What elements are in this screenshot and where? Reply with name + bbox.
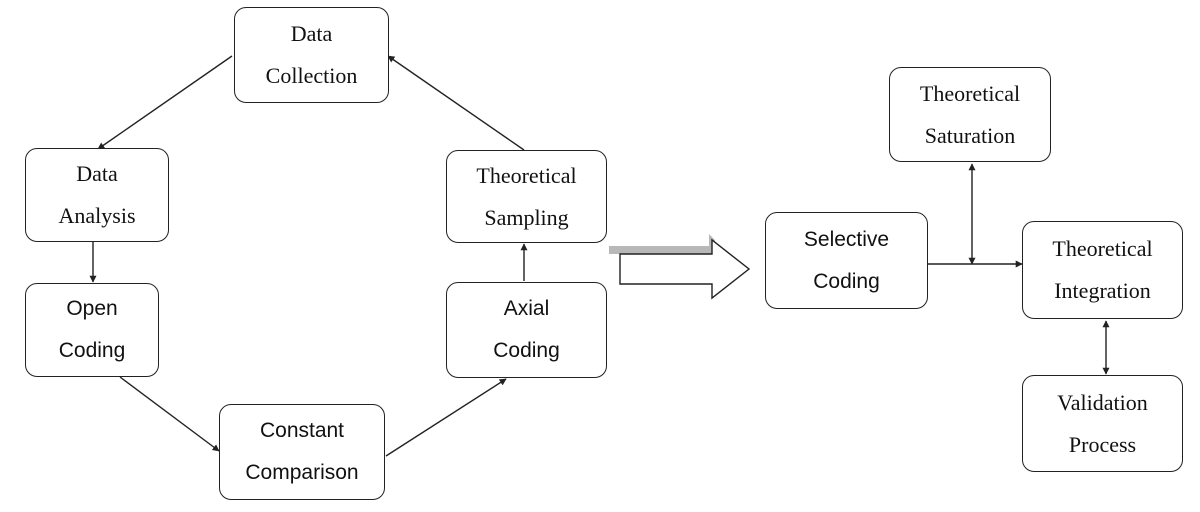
edge-sampling-to-collection <box>387 55 525 151</box>
node-theoretical-saturation-line1: Theoretical <box>919 80 1021 106</box>
node-theoretical-saturation-line2: Saturation <box>924 122 1016 148</box>
node-axial-coding-line2: Coding <box>493 339 560 362</box>
node-theoretical-integration-line1: Theoretical <box>1052 236 1153 261</box>
node-selective-coding-line1: Selective <box>803 227 890 251</box>
node-theoretical-saturation: Theoretical Saturation <box>889 67 1051 162</box>
node-constant-comparison-line1: Constant <box>259 419 345 442</box>
phase-transition-arrow <box>619 238 751 300</box>
node-theoretical-integration-line2: Integration <box>1054 278 1151 303</box>
node-validation-process-line1: Validation <box>1057 389 1148 415</box>
node-axial-coding-line1: Axial <box>503 297 550 320</box>
edge-collection-to-analysis <box>97 55 233 150</box>
node-open-coding: Open Coding <box>25 283 159 377</box>
node-theoretical-sampling-line1: Theoretical <box>476 162 577 188</box>
node-data-analysis-line1: Data <box>76 161 118 186</box>
node-validation-process: Validation Process <box>1022 375 1183 472</box>
node-open-coding-line1: Open <box>66 297 118 320</box>
node-validation-process-line2: Process <box>1068 431 1137 457</box>
node-constant-comparison: Constant Comparison <box>219 404 385 500</box>
phase-transition-shadow <box>609 234 715 254</box>
node-data-analysis-line2: Analysis <box>58 203 136 228</box>
edge-comparison-to-axial-coding <box>385 378 507 457</box>
node-data-analysis: Data Analysis <box>25 148 169 242</box>
edge-open-coding-to-comparison <box>119 376 220 452</box>
node-data-collection-line1: Data <box>290 21 333 46</box>
node-theoretical-integration: Theoretical Integration <box>1022 221 1183 319</box>
node-data-collection: Data Collection <box>234 7 389 103</box>
node-constant-comparison-line2: Comparison <box>245 461 359 484</box>
node-selective-coding-line2: Coding <box>813 269 880 293</box>
node-selective-coding: Selective Coding <box>765 212 928 309</box>
node-axial-coding: Axial Coding <box>446 282 607 378</box>
node-theoretical-sampling: Theoretical Sampling <box>446 150 607 243</box>
node-open-coding-line2: Coding <box>58 339 126 362</box>
node-theoretical-sampling-line2: Sampling <box>484 204 569 230</box>
node-data-collection-line2: Collection <box>265 63 358 88</box>
